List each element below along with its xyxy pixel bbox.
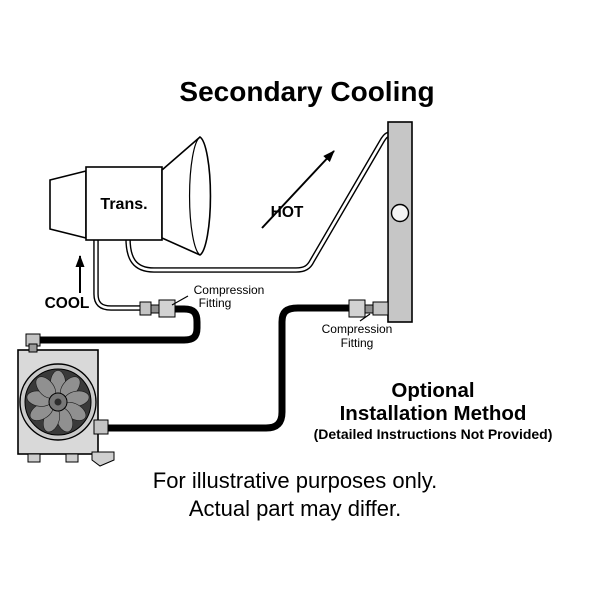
transmission-tailhousing	[49, 169, 87, 240]
cool-tube	[93, 236, 148, 311]
hot-tube-inner	[126, 132, 392, 272]
fitting2-label-line2: Fitting	[341, 336, 374, 350]
bellhousing-rim	[188, 136, 201, 256]
hot-label: HOT	[271, 204, 304, 221]
cooler-outlet-fitting	[93, 419, 109, 435]
fitting1-pointer-line	[171, 295, 189, 306]
fitting2-nut	[372, 301, 389, 316]
transmission: Trans.	[49, 135, 212, 256]
fan-hub-center	[54, 398, 62, 406]
fitting1-body	[158, 299, 176, 318]
hose-cooler-to-radiator	[96, 304, 356, 432]
fitting2-sleeve	[364, 304, 374, 314]
fitting1-nut	[139, 301, 152, 316]
transmission-bellhousing	[161, 135, 212, 256]
compression-fitting-1	[139, 299, 176, 318]
transmission-body	[85, 166, 163, 241]
cool-tube-inner	[94, 236, 148, 310]
cool-label: COOL	[45, 295, 90, 312]
optional-note-line1: Optional	[391, 379, 474, 402]
cooler-mounting-bracket	[91, 451, 115, 467]
compression-fitting-2	[348, 299, 389, 318]
auxiliary-cooler	[17, 349, 115, 467]
fitting1-label-line1: Compression	[194, 283, 265, 297]
transmission-label: Trans.	[100, 196, 147, 213]
radiator-port-hole	[390, 203, 410, 223]
cool-tube-outer	[93, 236, 148, 311]
fan-blades	[26, 370, 90, 433]
cooler-fan	[19, 363, 97, 441]
cooler-foot-left	[27, 453, 41, 463]
fitting2-pointer-line	[359, 313, 371, 322]
cooler-foot-right	[65, 453, 79, 463]
fitting2-label-line1: Compression	[322, 322, 393, 336]
optional-note-line3: (Detailed Instructions Not Provided)	[314, 426, 553, 442]
fitting1-label-line2: Fitting	[199, 296, 232, 310]
cooler-fittings	[25, 333, 109, 435]
footer-line1: For illustrative purposes only.	[153, 468, 438, 493]
cooler-inlet-stub	[28, 343, 38, 353]
radiator	[387, 121, 413, 323]
optional-note-line2: Installation Method	[340, 402, 527, 425]
diagram-title: Secondary Cooling	[179, 76, 434, 107]
hot-tube	[125, 131, 392, 273]
hot-flow-arrow	[261, 150, 335, 229]
fitting1-sleeve	[150, 304, 160, 314]
hose-cool-to-cooler	[34, 305, 201, 344]
fitting2-body	[348, 299, 366, 318]
footer-line2: Actual part may differ.	[189, 496, 401, 521]
